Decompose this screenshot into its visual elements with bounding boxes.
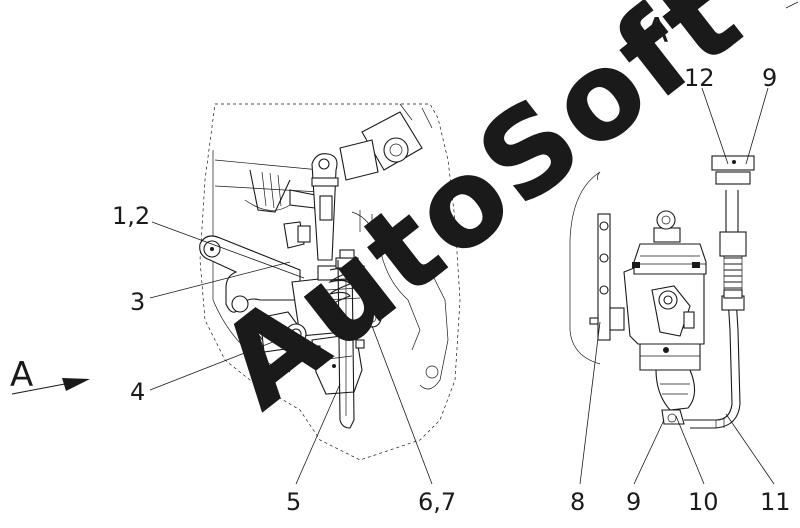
leader-lines — [149, 87, 775, 485]
view-arrow-label-a: A — [10, 355, 33, 395]
callout-5: 5 — [286, 488, 301, 516]
callout-11: 11 — [760, 488, 791, 516]
corner-mark — [785, 1, 799, 9]
callout-1-2: 1,2 — [112, 202, 150, 230]
callout-3: 3 — [130, 288, 145, 316]
callout-8: 8 — [570, 488, 585, 516]
callout-9-bottom: 9 — [626, 488, 641, 516]
callout-4: 4 — [130, 378, 145, 406]
left-view-assembly — [199, 103, 461, 461]
callout-10: 10 — [688, 488, 719, 516]
right-view-assembly — [569, 155, 755, 429]
view-arrow — [11, 378, 90, 395]
section-title-a: A — [645, 11, 668, 51]
callout-6-7: 6,7 — [418, 488, 456, 516]
callout-9-top: 9 — [762, 64, 777, 92]
callout-12: 12 — [684, 64, 715, 92]
